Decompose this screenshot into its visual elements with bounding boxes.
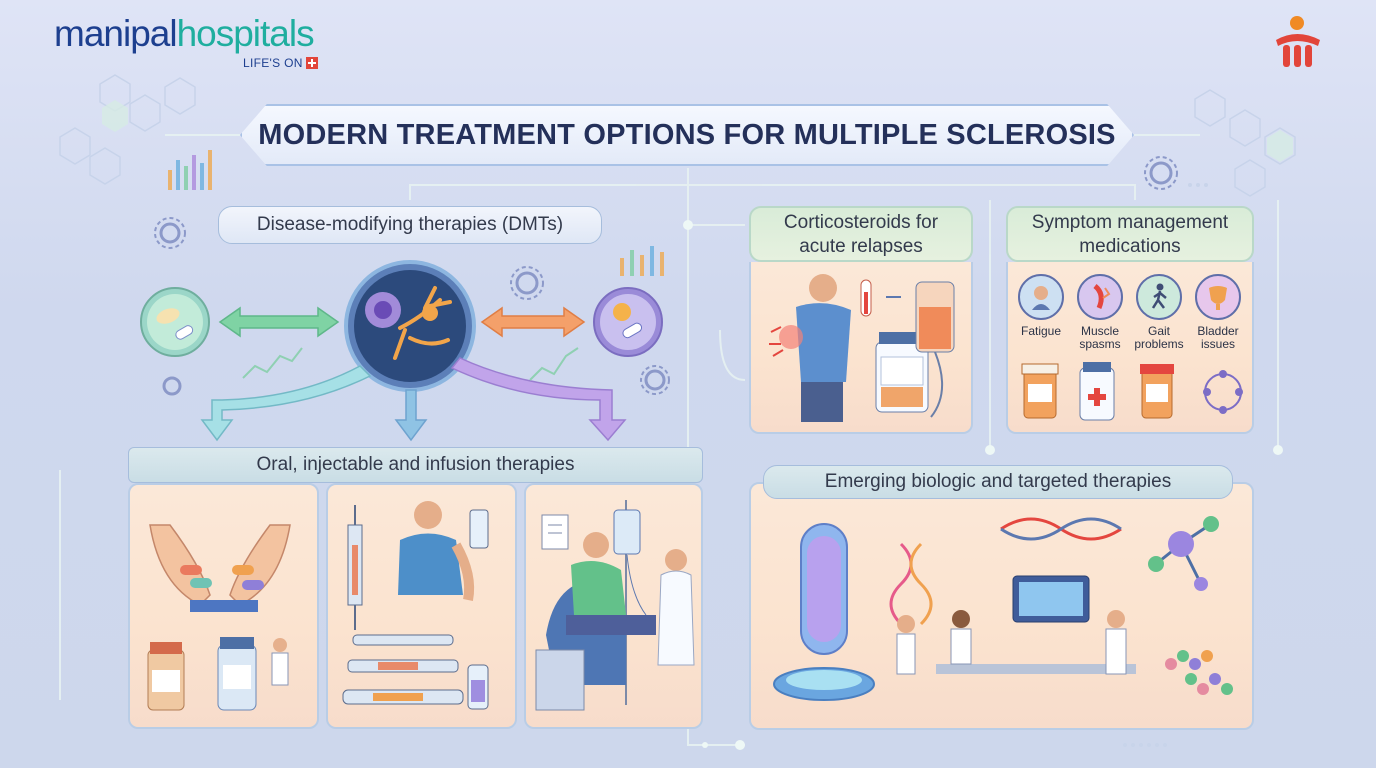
injection-syringe-icon	[342, 501, 489, 710]
fatigue-icon	[1018, 274, 1064, 320]
bladder-issues-icon	[1195, 274, 1241, 320]
muscle-spasms-icon	[1077, 274, 1123, 320]
symptom-label-line1: Symptom management	[1031, 212, 1229, 233]
brand-mark-icon	[1276, 16, 1320, 67]
corticosteroid-iv-icon	[769, 274, 955, 422]
symptom-bladder-issues-label: Bladder issues	[1197, 324, 1239, 351]
corticosteroids-label-line2: acute relapses	[799, 236, 923, 257]
corticosteroids-label: Corticosteroids for acute relapses	[749, 206, 973, 262]
brand-name-part2: hospitals	[176, 13, 315, 54]
corticosteroids-label-line1: Corticosteroids for	[783, 212, 939, 233]
dmt-label: Disease-modifying therapies (DMTs)	[218, 206, 602, 244]
brand-tagline-text: LIFE'S ON	[243, 56, 303, 70]
infusion-therapy-panel	[524, 483, 703, 729]
title-banner: MODERN TREATMENT OPTIONS FOR MULTIPLE SC…	[240, 104, 1134, 166]
oral-therapy-panel	[128, 483, 319, 729]
symptom-management-label: Symptom management medications	[1006, 206, 1254, 262]
emerging-therapies-label-text: Emerging biologic and targeted therapies	[824, 471, 1172, 492]
corticosteroids-panel	[749, 262, 973, 434]
emerging-therapies-panel	[749, 482, 1254, 730]
injectable-therapy-panel	[326, 483, 517, 729]
dmt-label-text: Disease-modifying therapies (DMTs)	[256, 214, 564, 235]
brand-logo: manipalhospitals	[54, 13, 315, 54]
delivery-label: Oral, injectable and infusion therapies	[128, 447, 703, 483]
emerging-therapies-illustration	[773, 516, 1233, 701]
symptom-muscle-spasms-label: Muscle spasms	[1079, 324, 1121, 351]
symptom-medications-icon	[1021, 362, 1243, 421]
page-title: MODERN TREATMENT OPTIONS FOR MULTIPLE SC…	[258, 118, 1116, 151]
symptom-label-line2: medications	[1079, 236, 1181, 257]
infusion-drip-icon	[535, 500, 695, 711]
gait-problems-icon	[1136, 274, 1182, 320]
brand-tagline: LIFE'S ON	[243, 56, 318, 70]
delivery-label-text: Oral, injectable and infusion therapies	[256, 454, 575, 475]
emerging-therapies-label: Emerging biologic and targeted therapies	[763, 465, 1233, 499]
symptom-gait-problems-label: Gait problems	[1134, 324, 1184, 351]
dmt-illustration	[140, 260, 663, 442]
oral-pills-icon	[147, 524, 291, 711]
cross-icon	[305, 57, 318, 69]
symptom-fatigue-label: Fatigue	[1020, 324, 1062, 338]
brand-name-part1: manipal	[54, 13, 178, 54]
